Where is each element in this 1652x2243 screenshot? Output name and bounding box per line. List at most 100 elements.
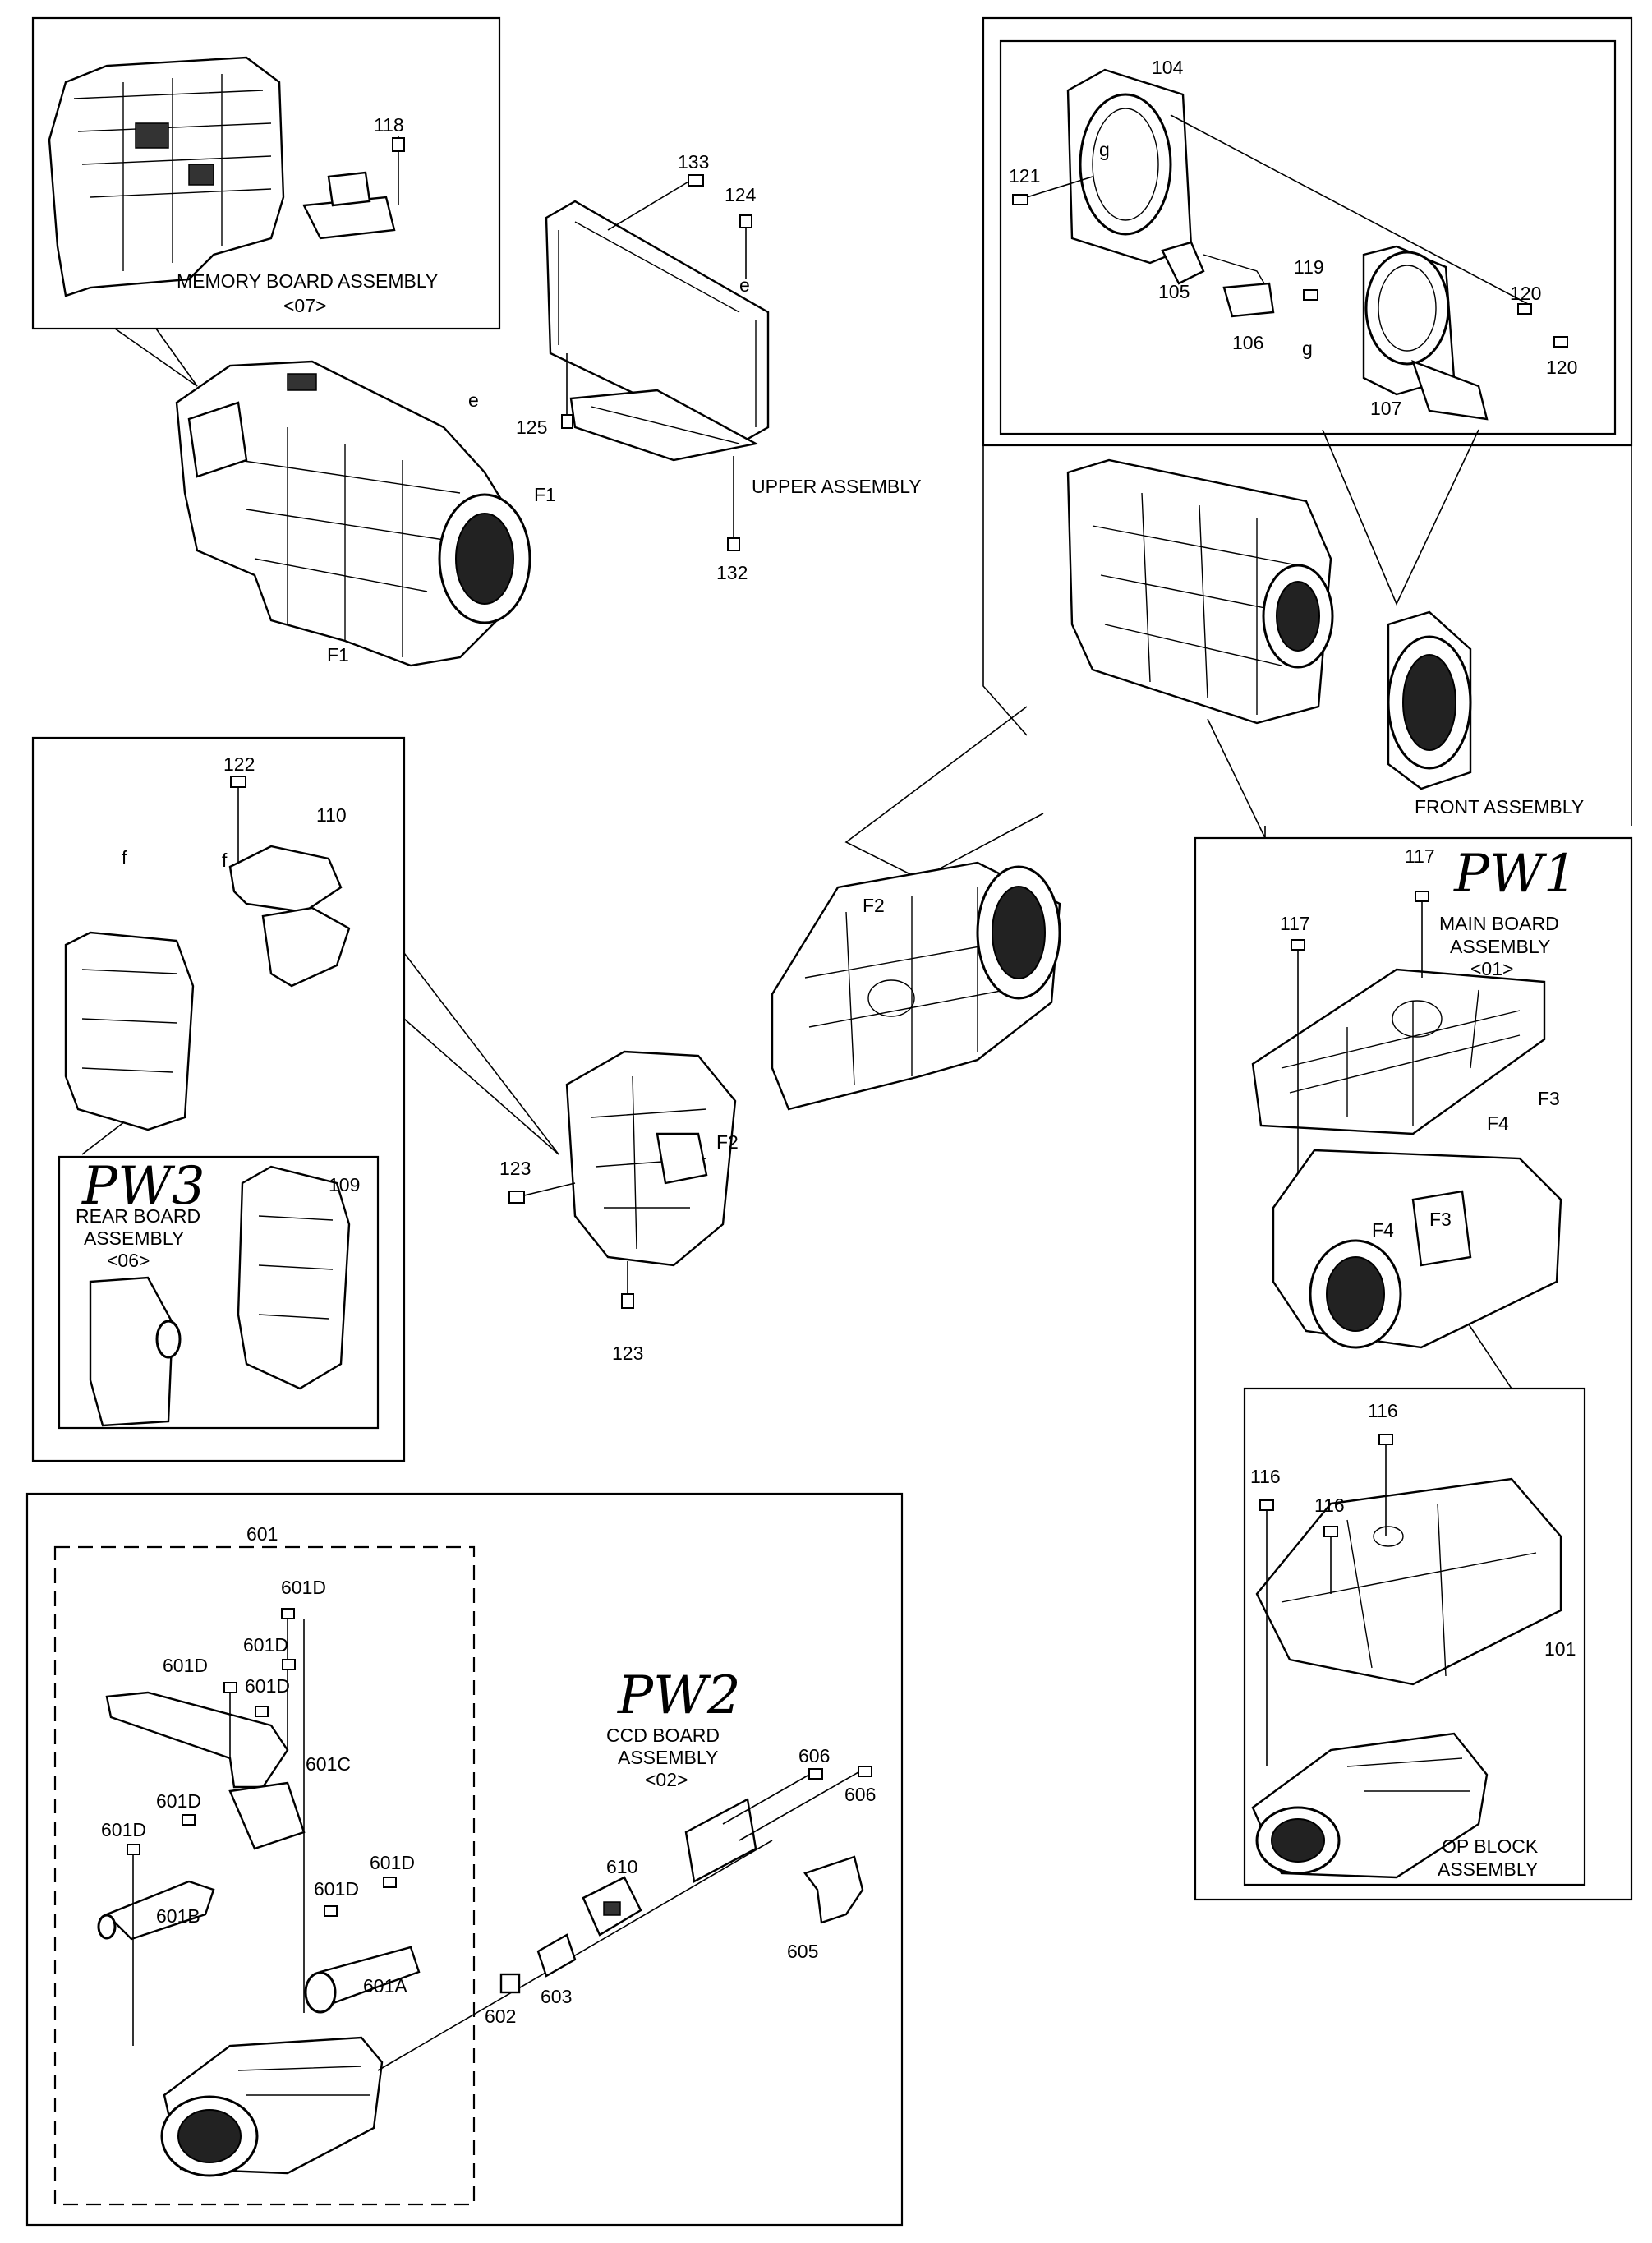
ref-f2-body: F2 xyxy=(863,895,885,916)
dashed-601-box xyxy=(53,1545,476,2206)
rear-board-pcb xyxy=(89,1276,182,1427)
part-116-c: 116 xyxy=(1314,1495,1345,1516)
part-602: 602 xyxy=(485,2006,516,2027)
front-housing-107 xyxy=(1362,245,1489,421)
part-123-a: 123 xyxy=(499,1158,531,1179)
op-block-ccd xyxy=(160,2036,384,2177)
bracket-601a xyxy=(304,1946,421,2014)
screw-132 xyxy=(727,456,740,551)
ref-f-1: f xyxy=(122,847,127,868)
part-101: 101 xyxy=(1544,1638,1576,1660)
part-125: 125 xyxy=(516,417,547,438)
part-124: 124 xyxy=(725,184,757,205)
part-601c: 601C xyxy=(306,1753,351,1775)
bracket-106 xyxy=(1222,282,1275,318)
rear-callout-connector xyxy=(403,952,559,1155)
part-601d-4: 601D xyxy=(245,1675,290,1697)
part-117-b: 117 xyxy=(1280,913,1310,934)
memory-board-label: MEMORY BOARD ASSEMBLY xyxy=(177,270,438,292)
ref-f2-rear: F2 xyxy=(716,1131,739,1153)
part-601: 601 xyxy=(246,1523,278,1545)
screw-133 xyxy=(607,174,704,231)
ccd-chain xyxy=(377,1766,872,2071)
screw-125 xyxy=(561,353,573,429)
op-block-label-2: ASSEMBLY xyxy=(1438,1858,1538,1880)
part-122: 122 xyxy=(223,753,255,775)
ref-e-1: e xyxy=(468,389,479,411)
memory-board-code: <07> xyxy=(283,295,326,316)
ccd-board-code: <02> xyxy=(645,1769,688,1790)
part-121: 121 xyxy=(1009,165,1040,187)
main-board-pcb xyxy=(1251,968,1546,1135)
main-board-label-1: MAIN BOARD xyxy=(1439,913,1559,934)
rear-board-box xyxy=(31,736,406,1462)
screw-118 xyxy=(392,136,405,205)
main-board-box xyxy=(1194,836,1633,1901)
rear-board-code: <06> xyxy=(107,1250,150,1271)
screw-123-left xyxy=(508,1182,576,1204)
ccd-board-label-2: ASSEMBLY xyxy=(618,1747,718,1768)
front-inner-box xyxy=(999,39,1617,435)
main-board-label-2: ASSEMBLY xyxy=(1450,936,1550,957)
upper-assembly-frame xyxy=(545,200,770,462)
part-120-a: 120 xyxy=(1510,283,1541,304)
main-callout-connector xyxy=(1207,718,1266,839)
part-118: 118 xyxy=(374,114,404,136)
screws-116 xyxy=(1259,1434,1393,1766)
camera-body-assembled xyxy=(175,360,531,667)
ref-g-2: g xyxy=(1302,338,1313,359)
memory-board-pcb xyxy=(302,171,396,240)
ref-f4-b: F4 xyxy=(1372,1219,1394,1241)
lens-chassis-with-flex xyxy=(1272,1149,1562,1349)
op-block-box xyxy=(1243,1387,1586,1886)
top-cover-110 xyxy=(228,845,351,988)
front-callout-connector xyxy=(982,445,1028,736)
part-605: 605 xyxy=(787,1941,818,1962)
part-601d-2: 601D xyxy=(243,1634,288,1656)
front-outer-box xyxy=(982,16,1633,447)
ref-f1-body: F1 xyxy=(327,644,349,666)
front-to-body-connector xyxy=(844,706,1044,880)
flex-601c xyxy=(105,1691,306,1850)
ref-f-2: f xyxy=(222,850,228,871)
part-105: 105 xyxy=(1158,281,1190,302)
screw-117-left xyxy=(1291,939,1305,1200)
screw-123-bottom xyxy=(621,1261,634,1309)
ref-f4-a: F4 xyxy=(1487,1112,1509,1134)
ccd-box xyxy=(25,1492,904,2227)
central-chassis xyxy=(771,861,1061,1111)
handwritten-pw3: PW3 xyxy=(81,1156,205,1217)
part-601d-3: 601D xyxy=(163,1655,208,1676)
ref-g-1: g xyxy=(1099,139,1110,160)
rear-board-label-1: REAR BOARD xyxy=(76,1205,200,1227)
handwritten-pw1: PW1 xyxy=(1453,844,1577,905)
part-110: 110 xyxy=(316,804,347,826)
part-116-a: 116 xyxy=(1368,1400,1398,1421)
part-116-b: 116 xyxy=(1250,1466,1281,1487)
upper-assembly-label: UPPER ASSEMBLY xyxy=(752,476,922,497)
part-601d-6: 601D xyxy=(101,1819,146,1840)
part-107: 107 xyxy=(1370,398,1401,419)
ref-f3-a: F3 xyxy=(1538,1088,1560,1109)
part-610: 610 xyxy=(606,1856,637,1877)
part-104: 104 xyxy=(1152,57,1184,78)
part-601d-8: 601D xyxy=(314,1878,359,1900)
chassis-101 xyxy=(1255,1477,1562,1686)
part-601b: 601B xyxy=(156,1905,200,1927)
screw-117-right xyxy=(1415,891,1429,978)
rear-frame-109 xyxy=(237,1165,351,1390)
part-120-b: 120 xyxy=(1546,357,1577,378)
part-601a: 601A xyxy=(363,1975,407,1997)
screws-601d xyxy=(127,1608,397,2046)
part-109: 109 xyxy=(329,1174,360,1195)
op-block xyxy=(1251,1732,1489,1879)
ref-f3-b: F3 xyxy=(1429,1209,1452,1230)
main-board-code: <01> xyxy=(1470,958,1513,979)
ref-f1-upper: F1 xyxy=(534,484,556,505)
memory-callout-connector xyxy=(114,328,198,387)
part-606-a: 606 xyxy=(798,1745,830,1766)
part-601d-5: 601D xyxy=(156,1790,201,1812)
rear-board-inner-box xyxy=(58,1155,380,1430)
op-block-label-1: OP BLOCK xyxy=(1442,1835,1539,1857)
